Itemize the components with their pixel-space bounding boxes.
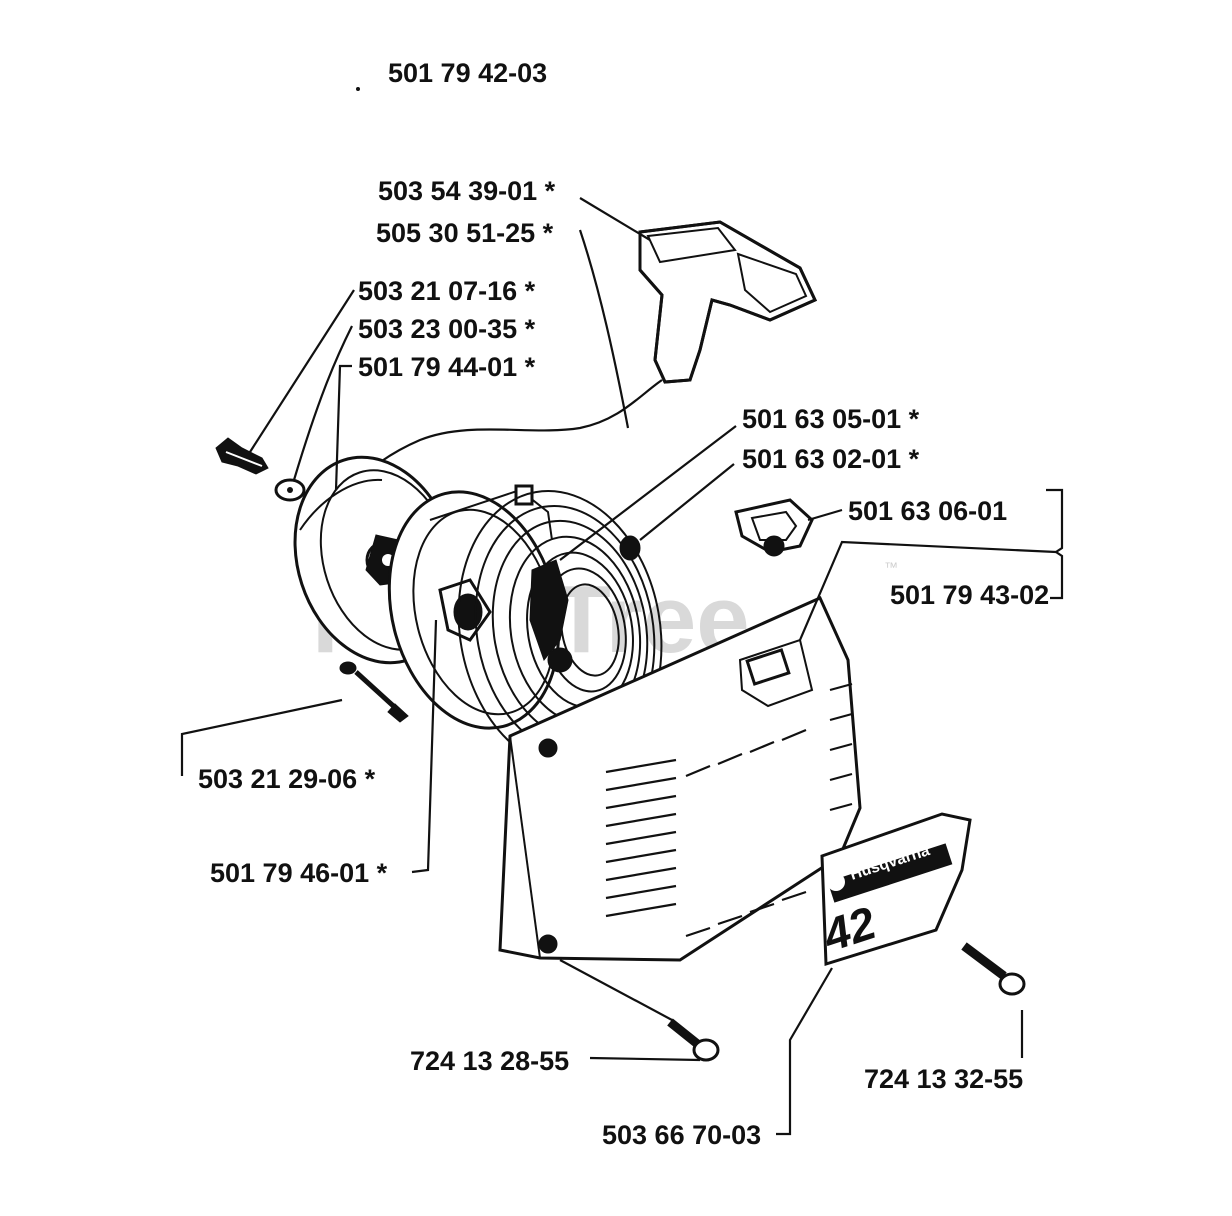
- label-rope: 505 30 51-25 *: [376, 218, 554, 248]
- label-starter-housing: 501 79 43-02: [890, 580, 1049, 610]
- rope-guide: [734, 498, 814, 557]
- label-plate: 501 79 46-01 *: [210, 858, 388, 888]
- watermark-trademark: ™: [884, 559, 898, 575]
- leader-lines: [180, 197, 1064, 1136]
- side-screw: [339, 661, 409, 723]
- label-assembly: 501 79 42-03: [388, 58, 547, 88]
- side-cover-decal: Husqvarna 42: [816, 812, 972, 967]
- label-screw-center: 503 21 07-16 *: [358, 276, 536, 306]
- label-washer: 503 23 00-35 *: [358, 314, 536, 344]
- bolt-left-part: [667, 1018, 720, 1062]
- label-bolt-right: 724 13 32-55: [864, 1064, 1023, 1094]
- starter-handle: [638, 220, 818, 384]
- label-handle: 503 54 39-01 *: [378, 176, 556, 206]
- label-spring-b: 501 63 02-01 *: [742, 444, 920, 474]
- washer: [274, 478, 306, 502]
- label-bolt-left: 724 13 28-55: [410, 1046, 569, 1076]
- stray-dot: [356, 87, 360, 91]
- label-cover: 503 66 70-03: [602, 1120, 761, 1150]
- bolt-right-part: [961, 942, 1026, 996]
- label-spring-a: 501 63 05-01 *: [742, 404, 920, 434]
- label-guide: 501 63 06-01: [848, 496, 1007, 526]
- label-pulley: 501 79 44-01 *: [358, 352, 536, 382]
- spring-rivet: [619, 535, 641, 561]
- label-screw-side: 503 21 29-06 *: [198, 764, 376, 794]
- center-screw: [215, 437, 269, 475]
